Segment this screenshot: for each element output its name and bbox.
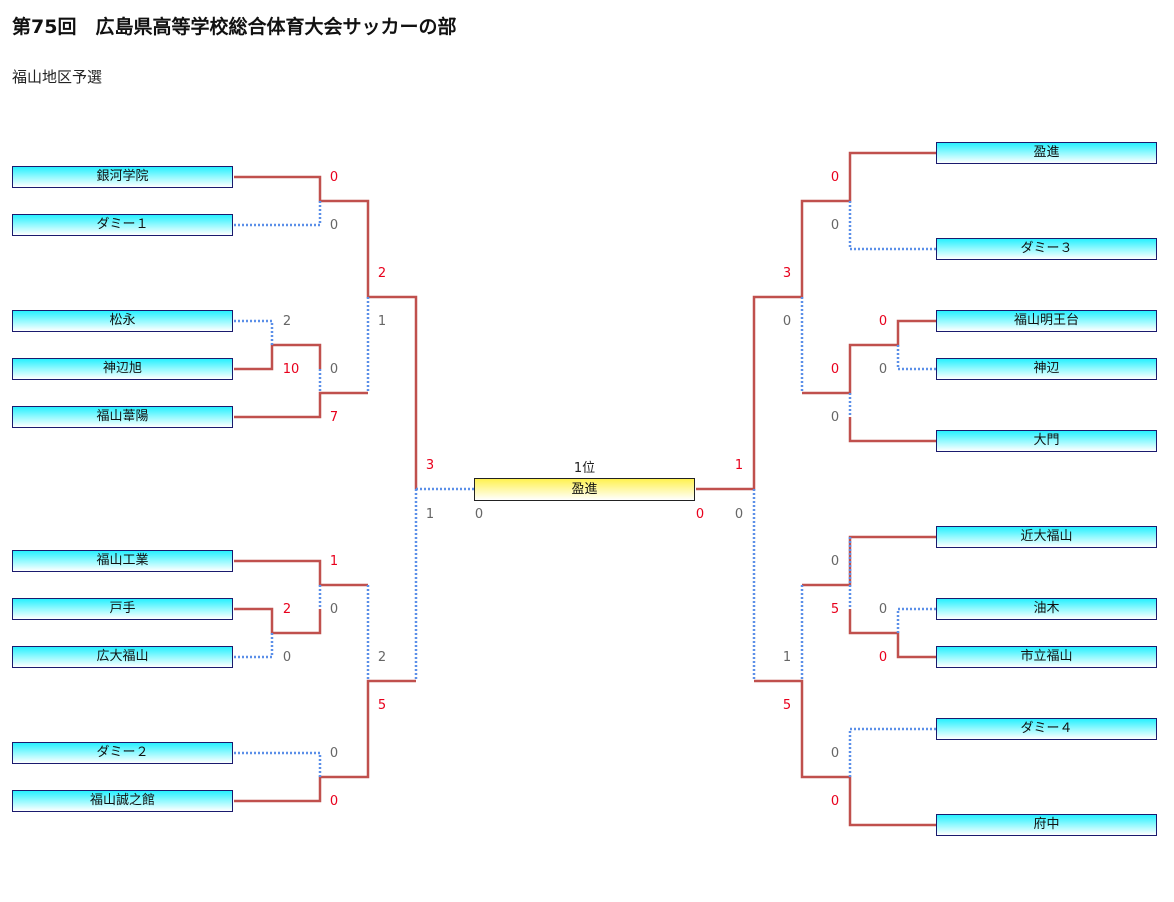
team-box: 油木 — [936, 598, 1157, 620]
team-box: ダミー２ — [12, 742, 233, 764]
score: 0 — [830, 746, 840, 761]
score: 0 — [878, 362, 888, 377]
page-title: 第75回 広島県高等学校総合体育大会サッカーの部 — [12, 16, 457, 38]
score: 0 — [878, 650, 888, 665]
score: 2 — [282, 314, 292, 329]
team-box: 戸手 — [12, 598, 233, 620]
score: 0 — [329, 794, 339, 809]
team-box: 大門 — [936, 430, 1157, 452]
score: 0 — [329, 218, 339, 233]
score: 0 — [329, 170, 339, 185]
champion-box: 盈進 — [474, 478, 695, 501]
score: 1 — [782, 650, 792, 665]
score: 0 — [329, 602, 339, 617]
score: 10 — [282, 362, 300, 377]
score: 0 — [830, 794, 840, 809]
score: 0 — [830, 218, 840, 233]
score: 1 — [329, 554, 339, 569]
score: 0 — [782, 314, 792, 329]
team-box: 広大福山 — [12, 646, 233, 668]
score: 0 — [329, 746, 339, 761]
team-box: 福山明王台 — [936, 310, 1157, 332]
score: 1 — [377, 314, 387, 329]
team-box: 市立福山 — [936, 646, 1157, 668]
team-box: ダミー４ — [936, 718, 1157, 740]
team-box: ダミー１ — [12, 214, 233, 236]
champion-rank-label: 1位 — [573, 461, 596, 476]
score: 7 — [329, 410, 339, 425]
score: 0 — [282, 650, 292, 665]
team-box: 盈進 — [936, 142, 1157, 164]
score: 0 — [329, 362, 339, 377]
team-box: 神辺旭 — [12, 358, 233, 380]
team-box: 福山葦陽 — [12, 406, 233, 428]
score: 0 — [474, 507, 484, 522]
team-box: 府中 — [936, 814, 1157, 836]
score: 2 — [377, 650, 387, 665]
team-box: 福山工業 — [12, 550, 233, 572]
score: 0 — [695, 507, 705, 522]
team-box: 神辺 — [936, 358, 1157, 380]
team-box: 松永 — [12, 310, 233, 332]
score: 5 — [377, 698, 387, 713]
score: 1 — [425, 507, 435, 522]
score: 5 — [830, 602, 840, 617]
score: 0 — [878, 314, 888, 329]
score: 3 — [782, 266, 792, 281]
team-box: 銀河学院 — [12, 166, 233, 188]
page-subtitle: 福山地区予選 — [12, 68, 103, 86]
score: 5 — [782, 698, 792, 713]
score: 0 — [830, 410, 840, 425]
team-box: ダミー３ — [936, 238, 1157, 260]
score: 2 — [282, 602, 292, 617]
score: 0 — [830, 554, 840, 569]
score: 0 — [734, 507, 744, 522]
score: 1 — [734, 458, 744, 473]
score: 0 — [830, 362, 840, 377]
score: 0 — [830, 170, 840, 185]
score: 0 — [878, 602, 888, 617]
score: 2 — [377, 266, 387, 281]
team-box: 福山誠之館 — [12, 790, 233, 812]
team-box: 近大福山 — [936, 526, 1157, 548]
score: 3 — [425, 458, 435, 473]
